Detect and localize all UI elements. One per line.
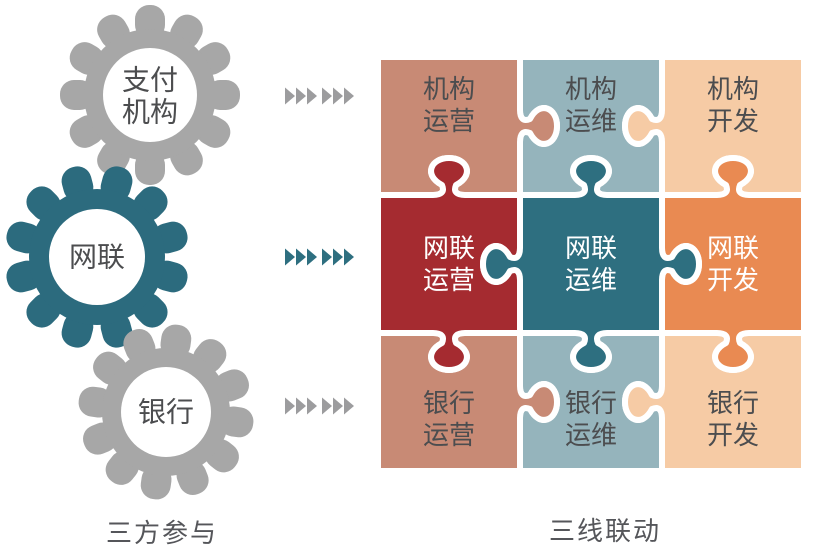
caption-three-parties: 三方参与 [106, 518, 218, 548]
chevron-right-icon [296, 397, 306, 415]
piece-label-line2-institution-operations: 运营 [423, 106, 475, 136]
piece-label-line2-bank-operations: 运营 [423, 420, 475, 450]
chevron-right-icon [333, 87, 343, 105]
piece-label-line1-institution-maintenance: 机构 [565, 74, 617, 104]
gear-label-line1: 银行 [138, 397, 194, 428]
gear-hub [121, 367, 211, 457]
piece-label-line1-institution-operations: 机构 [423, 74, 475, 104]
chevron-right-icon [296, 87, 306, 105]
arrows-middle [285, 248, 354, 266]
piece-label-line1-netsunion-development: 网联 [707, 233, 759, 263]
gear-label-line2: 机构 [122, 97, 178, 128]
piece-label-line2-bank-development: 开发 [707, 420, 759, 450]
gear-label-line1: 支付 [122, 65, 178, 96]
piece-label-line2-netsunion-operations: 运营 [423, 265, 475, 295]
puzzle-piece-netsunion-maintenance [480, 155, 702, 373]
chevron-right-icon [307, 87, 317, 105]
arrows-top [285, 87, 354, 105]
chevron-right-icon [333, 248, 343, 266]
piece-label-line1-netsunion-maintenance: 网联 [565, 233, 617, 263]
chevron-right-icon [285, 248, 295, 266]
chevron-right-icon [285, 397, 295, 415]
arrows-bottom [285, 397, 354, 415]
chevron-right-icon [344, 397, 354, 415]
chevron-right-icon [344, 87, 354, 105]
chevron-right-icon [333, 397, 343, 415]
chevron-right-icon [307, 397, 317, 415]
piece-label-line2-bank-maintenance: 运维 [565, 420, 617, 450]
caption-three-lines: 三线联动 [549, 516, 661, 546]
gear-netsunion: 网联 [6, 166, 188, 348]
piece-label-line1-netsunion-operations: 网联 [423, 233, 475, 263]
chevron-right-icon [344, 248, 354, 266]
piece-label-line1-bank-maintenance: 银行 [565, 388, 617, 418]
piece-label-line1-bank-operations: 银行 [423, 388, 475, 418]
piece-label-line2-institution-development: 开发 [707, 106, 759, 136]
chevron-right-icon [296, 248, 306, 266]
piece-label-line1-institution-development: 机构 [707, 74, 759, 104]
chevron-right-icon [285, 87, 295, 105]
piece-label-line2-institution-maintenance: 运维 [565, 106, 617, 136]
piece-label-line1-bank-development: 银行 [707, 388, 759, 418]
gear-label-line1: 网联 [69, 242, 125, 273]
piece-label-line2-netsunion-maintenance: 运维 [565, 265, 617, 295]
piece-label-line2-netsunion-development: 开发 [707, 265, 759, 295]
gear-hub [49, 209, 145, 305]
chevron-right-icon [307, 248, 317, 266]
chevron-right-icon [322, 87, 332, 105]
chevron-right-icon [322, 248, 332, 266]
chevron-right-icon [322, 397, 332, 415]
gear-hub [103, 48, 197, 142]
gear-bank: 银行 [78, 324, 254, 500]
